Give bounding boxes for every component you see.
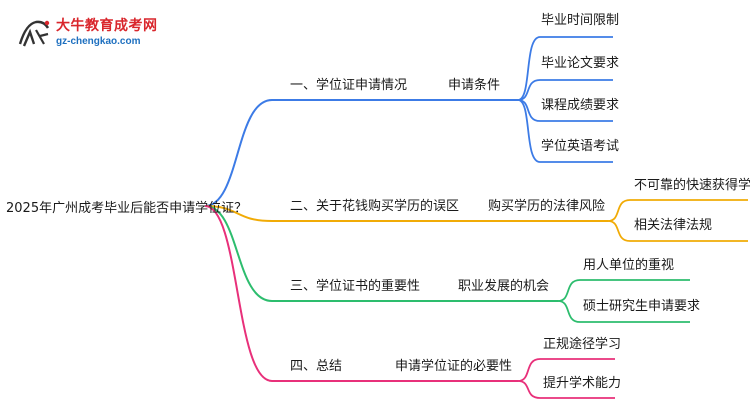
root-topic: 2025年广州成考毕业后能否申请学位证？ — [6, 201, 248, 216]
logo-url: gz-chengkao.com — [56, 36, 141, 47]
branch-4-sub: 申请学位证的必要性 — [395, 359, 513, 374]
branch-2-leaf-2-curve — [607, 220, 631, 242]
branch-2-leaf-2: 相关法律法规 — [634, 218, 713, 233]
branch-1-label: 一、学位证申请情况 — [290, 78, 408, 93]
branch-3-leaf-2-curve — [557, 300, 581, 323]
branch-4-label: 四、总结 — [290, 359, 343, 374]
branch-3-sub: 职业发展的机会 — [458, 279, 550, 294]
branch-4-leaf-1-curve — [517, 358, 541, 382]
logo: 大牛教育成考网 gz-chengkao.com — [14, 12, 164, 56]
logo-title: 大牛教育成考网 — [56, 18, 158, 34]
branch-1-leaf-1: 毕业时间限制 — [541, 13, 620, 28]
branch-1-leaf-2: 毕业论文要求 — [541, 56, 620, 71]
branch-1-sub: 申请条件 — [448, 78, 501, 93]
branch-2-leaf-1: 不可靠的快速获得学历 — [634, 178, 750, 193]
branch-4-leaf-1: 正规途径学习 — [543, 337, 622, 352]
branch-1-leaf-3-curve — [517, 99, 541, 122]
branch-1-leaf-4-curve — [517, 99, 541, 163]
branch-4-curve — [204, 205, 273, 382]
branch-1-leaf-4: 学位英语考试 — [541, 139, 620, 154]
branch-1-leaf-1-curve — [517, 36, 541, 101]
branch-3-leaf-2: 硕士研究生申请要求 — [583, 299, 701, 314]
branch-2-label: 二、关于花钱购买学历的误区 — [290, 199, 460, 214]
logo-bull-icon — [18, 20, 50, 47]
branch-2-curve — [204, 205, 273, 222]
branch-3-leaf-1-curve — [557, 279, 581, 302]
branch-1-leaf-2-curve — [517, 79, 541, 101]
branch-3-label: 三、学位证书的重要性 — [290, 279, 421, 294]
branch-4-leaf-2-curve — [517, 380, 541, 399]
branch-4-leaf-2: 提升学术能力 — [543, 376, 622, 391]
branch-1-leaf-3: 课程成绩要求 — [541, 98, 620, 113]
branch-2-leaf-1-curve — [607, 199, 631, 222]
branch-3-leaf-1: 用人单位的重视 — [583, 258, 675, 273]
branch-1-curve — [204, 99, 273, 207]
branch-2-sub: 购买学历的法律风险 — [488, 199, 606, 214]
branch-3-curve — [204, 205, 273, 302]
